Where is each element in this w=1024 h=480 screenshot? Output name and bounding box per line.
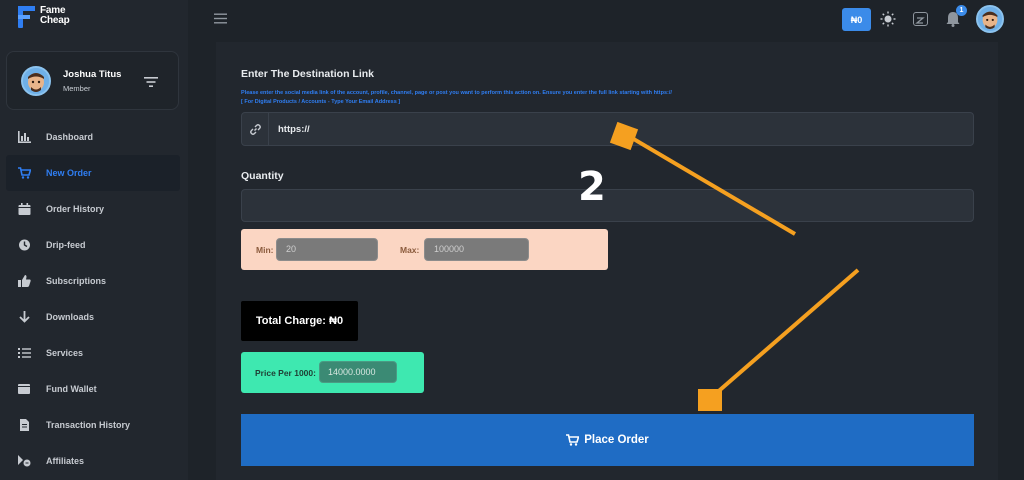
link-icon — [249, 123, 261, 135]
price-label: Price Per 1000: — [255, 368, 316, 378]
sidebar-item-dashboard[interactable]: Dashboard — [0, 119, 188, 155]
header-avatar[interactable] — [976, 5, 1004, 33]
price-value: 14000.0000 — [319, 361, 397, 383]
translate-glyph-icon — [915, 17, 925, 24]
user-card: Joshua Titus Member — [6, 51, 179, 110]
sidebar: Fame Cheap Joshua Titus Member Dashboard — [0, 0, 188, 480]
cart-icon — [566, 434, 580, 446]
sidebar-item-order-history[interactable]: Order History — [0, 191, 188, 227]
download-icon — [19, 311, 30, 323]
min-max-panel: Min: 20 Max: 100000 — [241, 229, 608, 270]
destination-note-text: [ For Digital Products / Accounts - Type… — [241, 99, 401, 105]
sidebar-item-subscriptions[interactable]: Subscriptions — [0, 263, 188, 299]
sun-icon[interactable] — [880, 11, 896, 27]
list-icon — [18, 348, 31, 358]
quantity-label: Quantity — [241, 170, 284, 182]
destination-link-label: Enter The Destination Link — [241, 68, 375, 80]
wallet-icon — [18, 384, 30, 394]
destination-link-group — [241, 112, 974, 146]
min-label: Min: — [256, 245, 274, 255]
quantity-input[interactable] — [241, 189, 974, 222]
min-value: 20 — [276, 238, 378, 261]
logo-text: Fame Cheap — [40, 5, 70, 26]
sidebar-item-drip-feed[interactable]: Drip-feed — [0, 227, 188, 263]
place-order-button[interactable]: Place Order — [241, 414, 974, 466]
sidebar-item-fund-wallet[interactable]: Fund Wallet — [0, 371, 188, 407]
total-charge: Total Charge: ₦0 — [241, 301, 358, 341]
sidebar-nav: Dashboard New Order Order History Drip-f… — [0, 119, 188, 479]
link-addon — [242, 113, 269, 145]
notification-badge: 1 — [956, 5, 967, 16]
sidebar-item-transaction-history[interactable]: Transaction History — [0, 407, 188, 443]
filter-icon[interactable] — [144, 76, 158, 88]
destination-help-text: Please enter the social media link of th… — [241, 90, 672, 96]
annotation-step-number: 2 — [578, 164, 606, 210]
clock-icon — [19, 239, 30, 251]
wallet-balance-badge[interactable]: ₦0 — [842, 8, 871, 31]
thumbs-up-icon — [18, 275, 31, 287]
price-per-1000-panel: Price Per 1000: 14000.0000 — [241, 352, 424, 393]
sidebar-item-services[interactable]: Services — [0, 335, 188, 371]
destination-link-input[interactable] — [269, 113, 973, 145]
file-icon — [20, 419, 29, 431]
logo-icon — [18, 6, 36, 28]
bell-icon[interactable] — [946, 11, 960, 27]
chart-icon — [18, 131, 31, 143]
max-value: 100000 — [424, 238, 529, 261]
calendar-icon — [18, 203, 31, 215]
max-label: Max: — [400, 245, 420, 255]
avatar — [21, 66, 51, 96]
user-name: Joshua Titus — [63, 69, 122, 80]
sidebar-item-new-order[interactable]: New Order — [6, 155, 180, 191]
cart-icon — [18, 167, 31, 179]
affiliates-icon — [18, 455, 31, 467]
hamburger-menu-icon[interactable] — [214, 13, 227, 24]
language-icon[interactable] — [913, 12, 928, 26]
sidebar-item-affiliates[interactable]: Affiliates — [0, 443, 188, 479]
sidebar-item-downloads[interactable]: Downloads — [0, 299, 188, 335]
user-role: Member — [63, 84, 91, 93]
app-logo[interactable]: Fame Cheap — [18, 6, 70, 28]
